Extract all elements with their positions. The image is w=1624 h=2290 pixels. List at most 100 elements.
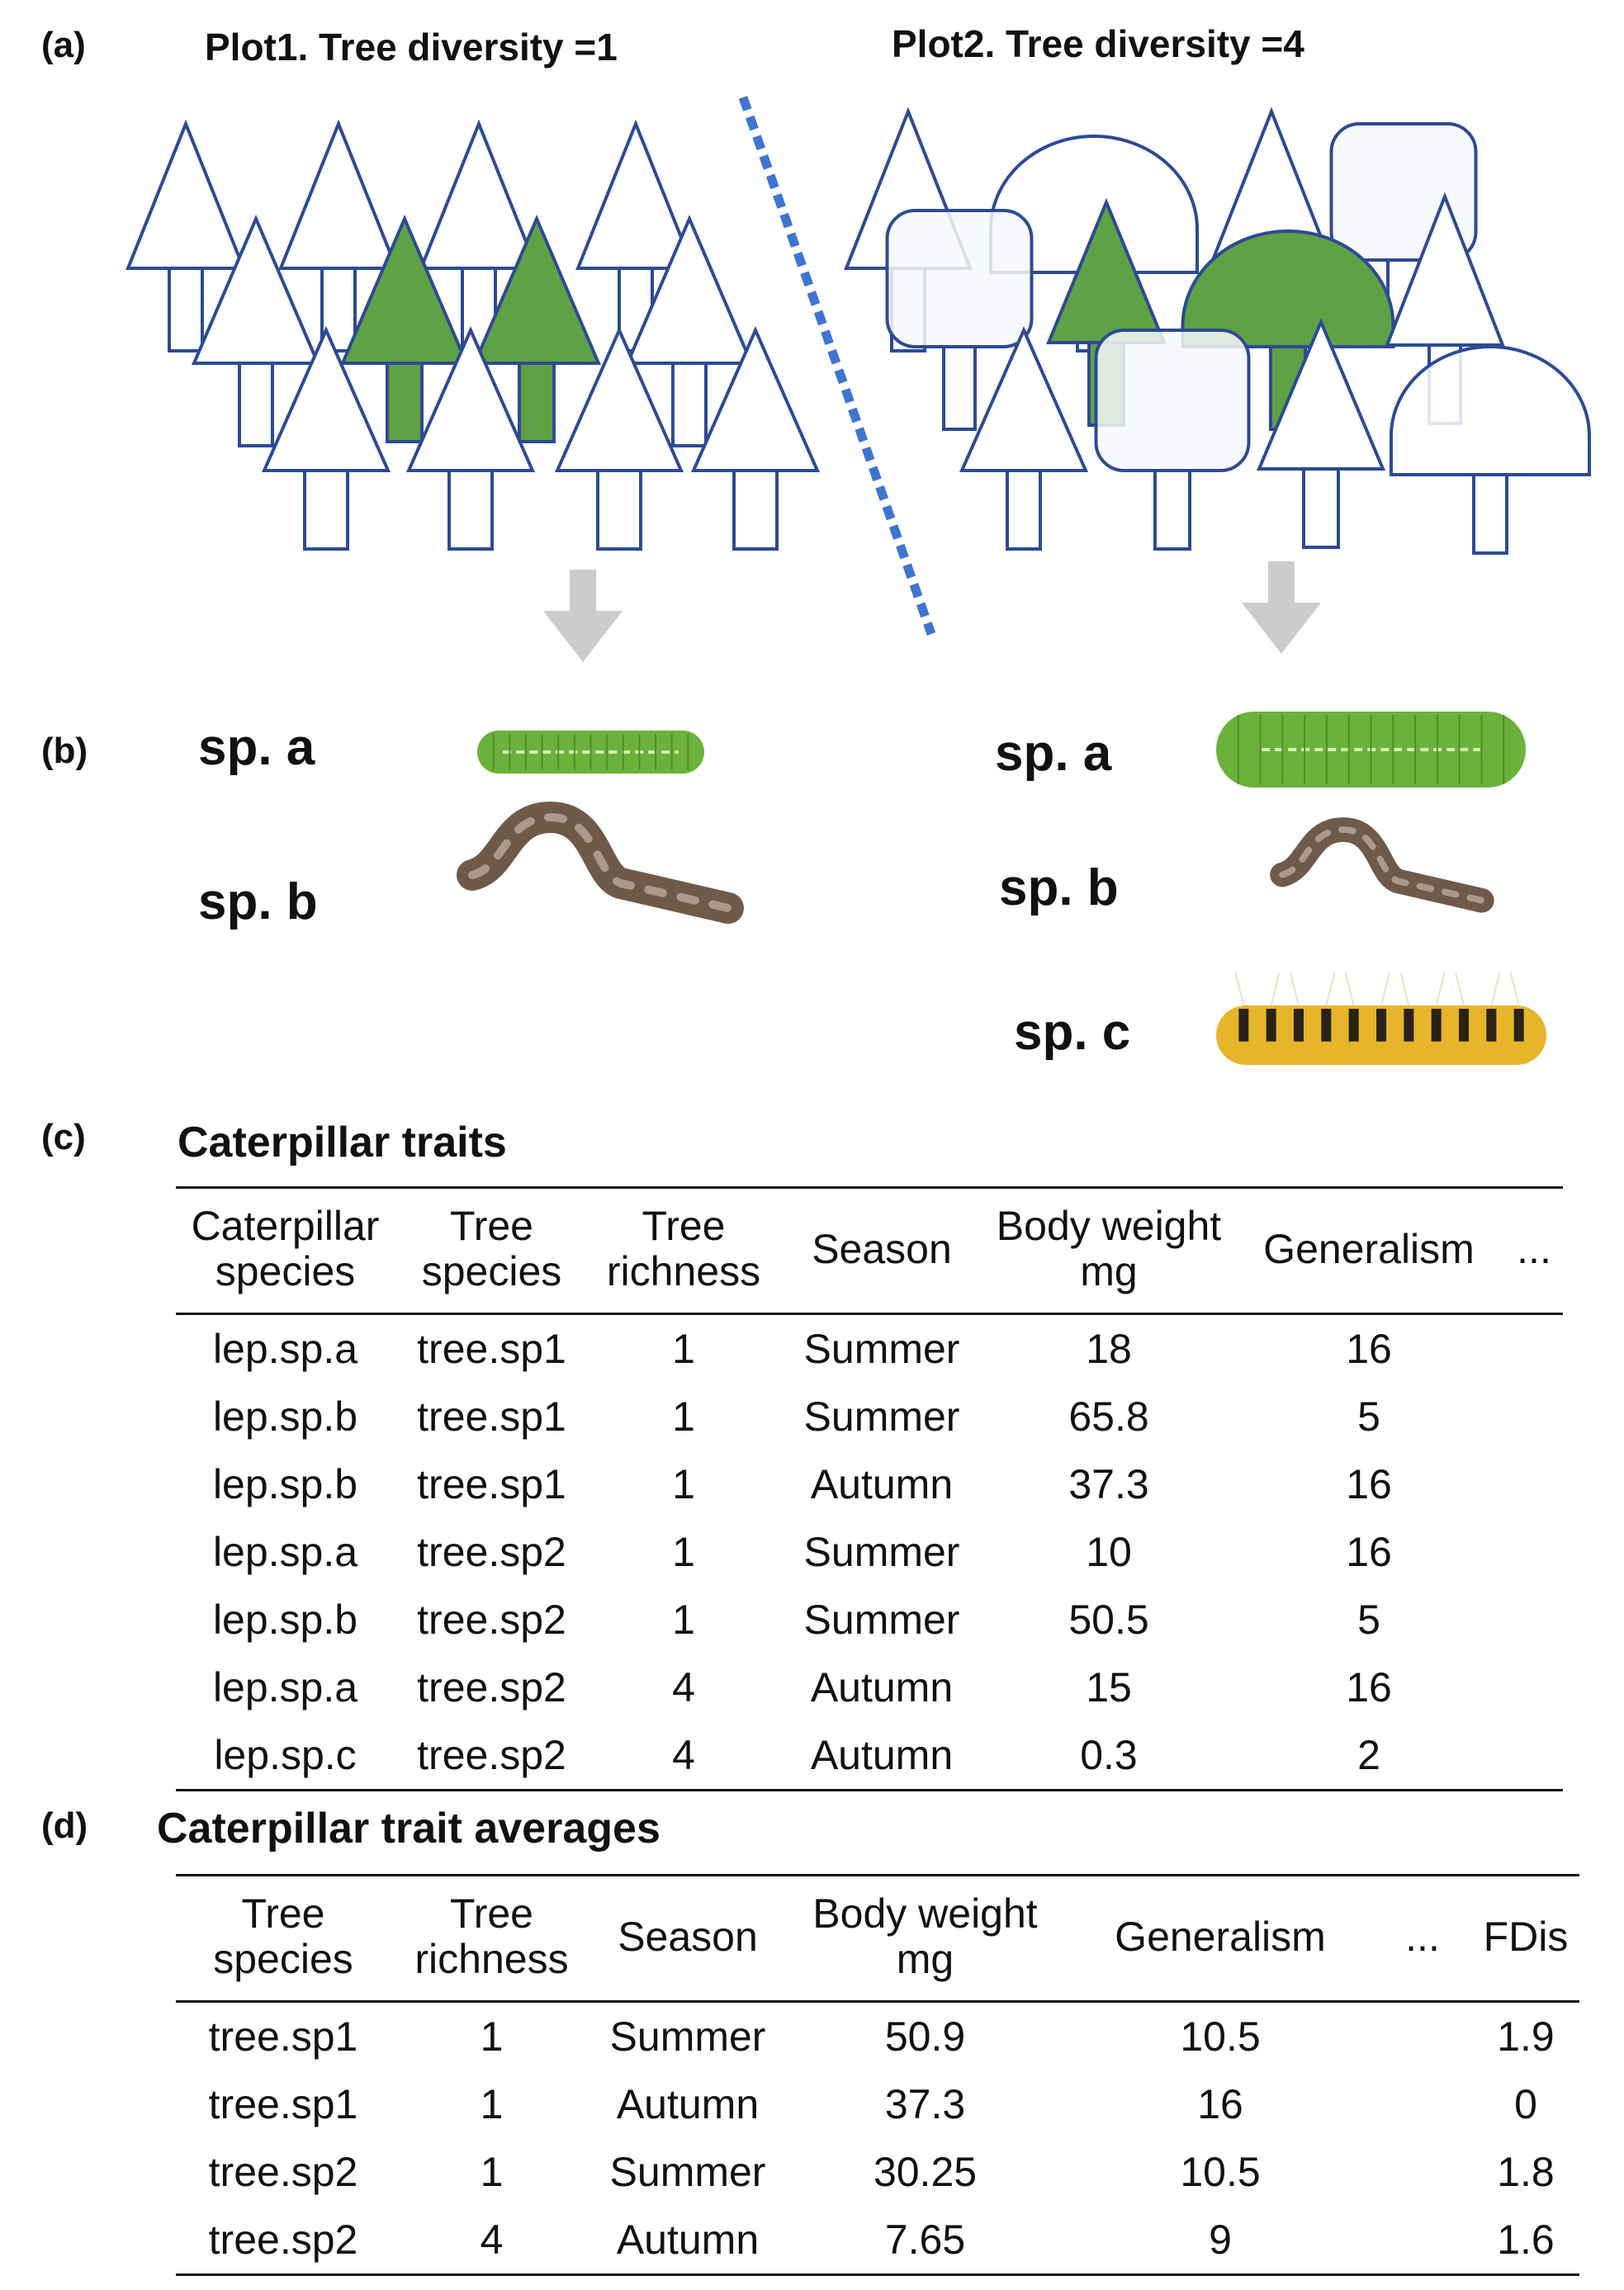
conifer-tree	[261, 326, 391, 551]
tree-crown	[471, 214, 602, 365]
column-header: ...	[1517, 1225, 1551, 1272]
conifer-tree	[471, 214, 602, 443]
table-cell: 50.5	[1068, 1597, 1149, 1643]
caterpillar-hair	[1234, 972, 1245, 1006]
table-cell: 4	[672, 1732, 695, 1778]
table-cell: 10.5	[1180, 2013, 1261, 2060]
plot1-title: Plot1. Tree diversity =1	[205, 26, 618, 69]
caterpillar-hair	[1435, 972, 1446, 1006]
caterpillar-hair	[1490, 972, 1501, 1006]
table-cell	[1505, 1314, 1563, 1384]
tree-trunk	[518, 362, 556, 443]
tree-crown	[885, 209, 1034, 348]
table-cell: 16	[1346, 1326, 1392, 1372]
tree-crown	[690, 326, 821, 472]
caterpillar-spot	[1348, 1009, 1359, 1042]
panel-label-c: (c)	[41, 1117, 86, 1157]
table-cell: lep.sp.a	[212, 1664, 358, 1710]
table-cell: 16	[1346, 1461, 1392, 1507]
green-caterpillar	[1216, 712, 1526, 788]
table-cell: Autumn	[616, 2217, 760, 2263]
column-header: Tree species	[421, 1203, 562, 1294]
plot2-species-b-label: sp. b	[999, 859, 1119, 916]
plot2-species-a-label: sp. a	[995, 725, 1112, 782]
tree-crown	[1390, 345, 1591, 476]
table-cell: 50.9	[884, 2013, 966, 2060]
caterpillar-spot	[1459, 1009, 1469, 1042]
table-cell: 16	[1346, 1664, 1392, 1710]
table-cell	[1373, 2206, 1472, 2275]
table-cell	[1505, 1518, 1563, 1586]
table-row: lep.sp.b tree.sp2 1 Summer 50.5 5	[176, 1586, 1563, 1654]
table-cell	[1373, 2138, 1472, 2206]
arrow-shaft	[1268, 561, 1295, 603]
table-header-row: Tree species Tree richness Season Body w…	[176, 1875, 1579, 2002]
table-cell: lep.sp.b	[212, 1461, 358, 1507]
table-cell: 1	[672, 1597, 695, 1643]
tree-trunk	[447, 469, 494, 551]
tree-crown	[419, 119, 539, 270]
table-d-title: Caterpillar trait averages	[157, 1805, 660, 1852]
caterpillar-hair	[1399, 972, 1410, 1006]
tree-crown	[1094, 329, 1251, 472]
table-cell: 4	[672, 1664, 695, 1710]
table-cell: tree.sp2	[208, 2149, 358, 2195]
caterpillar-pattern	[468, 812, 732, 912]
caterpillar-hair	[1344, 972, 1355, 1006]
conifer-tree	[125, 119, 246, 352]
table-cell: 1	[480, 2013, 504, 2060]
table-cell	[1373, 2002, 1472, 2071]
table-cell: 37.3	[884, 2081, 966, 2127]
tree-crown	[339, 214, 470, 365]
tree-trunk	[168, 267, 204, 352]
caterpillar-spot	[1431, 1009, 1442, 1042]
broadleaf-tree	[1390, 345, 1591, 555]
table-cell: Summer	[803, 1326, 960, 1372]
caterpillar-spot	[1513, 1009, 1524, 1042]
table-cell: 5	[1357, 1597, 1380, 1643]
caterpillar-spot	[1486, 1009, 1497, 1042]
plot2-species-c-label: sp. c	[1014, 1004, 1131, 1061]
column-header: Tree species	[213, 1890, 353, 1982]
table-cell: Summer	[803, 1597, 960, 1643]
plot1-trees	[125, 119, 821, 551]
tree-trunk	[942, 345, 977, 431]
down-arrow	[543, 570, 623, 662]
table-cell: lep.sp.a	[212, 1529, 358, 1575]
table-cell: 1	[480, 2081, 504, 2127]
brown-caterpillar	[457, 801, 744, 924]
table-cell	[1505, 1654, 1563, 1721]
tree-crown	[191, 214, 321, 365]
table-cell	[1505, 1450, 1563, 1518]
conifer-tree	[554, 326, 684, 551]
table-cell: 2	[1357, 1732, 1380, 1778]
arrows	[543, 561, 1321, 662]
caterpillar-hair	[1325, 972, 1336, 1006]
caterpillar-hair	[1455, 972, 1465, 1006]
table-cell: 65.8	[1068, 1393, 1149, 1440]
table-cell: lep.sp.b	[212, 1597, 358, 1643]
brown-caterpillar	[1270, 817, 1494, 913]
table-cell: tree.sp2	[208, 2217, 358, 2263]
table-cell: 1.6	[1497, 2217, 1555, 2263]
column-header: Tree richness	[606, 1203, 761, 1294]
table-cell: tree.sp2	[417, 1597, 566, 1643]
table-cell	[1505, 1721, 1563, 1791]
tree-trunk	[732, 469, 779, 551]
conifer-tree	[624, 214, 755, 447]
table-cell: tree.sp1	[417, 1326, 566, 1372]
table-cell: 9	[1209, 2217, 1232, 2263]
tree-crown	[125, 119, 246, 270]
table-cell: Autumn	[810, 1461, 954, 1507]
tree-crown	[278, 119, 399, 270]
table-cell: tree.sp1	[417, 1461, 566, 1507]
tree-trunk	[1472, 473, 1508, 555]
tree-crown	[624, 214, 755, 365]
plot2-trees	[844, 106, 1591, 555]
table-cell: Summer	[609, 2013, 766, 2060]
table-cell: 7.65	[884, 2217, 966, 2263]
